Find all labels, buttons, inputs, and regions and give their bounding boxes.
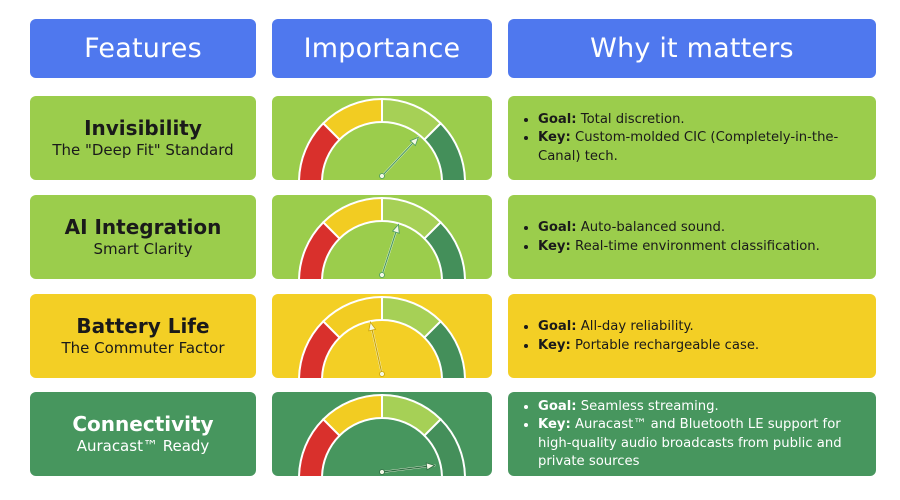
importance-gauge xyxy=(298,196,466,279)
key-label: Key: xyxy=(538,417,571,432)
feature-subtitle: Smart Clarity xyxy=(93,239,193,258)
header-importance: Importance xyxy=(272,19,492,78)
key-item: Key: Portable rechargeable case. xyxy=(538,337,864,356)
why-cell-invisibility: Goal: Total discretion. Key: Custom-mold… xyxy=(508,96,876,180)
importance-gauge xyxy=(298,393,466,476)
importance-gauge-cell xyxy=(272,392,492,476)
key-item: Key: Custom-molded CIC (Completely-in-th… xyxy=(538,129,864,166)
goal-label: Goal: xyxy=(538,220,577,235)
goal-text: All-day reliability. xyxy=(580,319,694,334)
gauge-hub xyxy=(379,469,385,475)
importance-gauge-cell xyxy=(272,96,492,180)
gauge-segment xyxy=(321,196,383,240)
key-label: Key: xyxy=(538,130,571,146)
feature-name: AI Integration xyxy=(64,214,222,239)
feature-cell-invisibility: Invisibility The "Deep Fit" Standard xyxy=(30,96,256,180)
why-cell-ai-integration: Goal: Auto-balanced sound. Key: Real-tim… xyxy=(508,195,876,279)
gauge-segment xyxy=(423,121,466,180)
key-item: Key: Real-time environment classificatio… xyxy=(538,238,864,257)
gauge-needle-tip xyxy=(368,321,377,332)
importance-gauge xyxy=(298,295,466,378)
goal-text: Seamless streaming. xyxy=(580,398,719,414)
feature-name: Battery Life xyxy=(76,313,210,338)
gauge-segment xyxy=(321,97,383,141)
key-item: Key: Auracast™ and Bluetooth LE support … xyxy=(538,416,864,472)
importance-gauge xyxy=(298,97,466,180)
why-cell-connectivity: Goal: Seamless streaming. Key: Auracast™… xyxy=(508,392,876,476)
goal-label: Goal: xyxy=(538,111,577,127)
gauge-needle-tip xyxy=(425,462,436,471)
goal-text: Total discretion. xyxy=(580,111,685,127)
feature-subtitle: The "Deep Fit" Standard xyxy=(52,140,234,159)
gauge-segment xyxy=(321,393,383,437)
gauge-needle-line xyxy=(381,136,419,177)
feature-name: Invisibility xyxy=(84,115,202,140)
gauge-needle-line xyxy=(381,223,399,276)
goal-label: Goal: xyxy=(538,319,577,334)
goal-label: Goal: xyxy=(538,398,577,414)
feature-subtitle: Auracast™ Ready xyxy=(76,436,210,455)
key-text: Real-time environment classification. xyxy=(575,238,820,254)
gauge-hub xyxy=(379,173,385,179)
goal-item: Goal: Auto-balanced sound. xyxy=(538,219,864,238)
why-cell-battery-life: Goal: All-day reliability. Key: Portable… xyxy=(508,294,876,378)
goal-item: Goal: Seamless streaming. xyxy=(538,398,864,417)
gauge-segment xyxy=(423,319,466,378)
feature-cell-connectivity: Connectivity Auracast™ Ready xyxy=(30,392,256,476)
feature-cell-ai-integration: AI Integration Smart Clarity xyxy=(30,195,256,279)
header-features: Features xyxy=(30,19,256,78)
key-text: Auracast™ and Bluetooth LE support for h… xyxy=(538,417,842,469)
gauge-needle-line xyxy=(381,464,436,473)
feature-subtitle: The Commuter Factor xyxy=(61,338,225,357)
header-why-it-matters: Why it matters xyxy=(508,19,876,78)
goal-item: Goal: All-day reliability. xyxy=(538,318,864,337)
goal-text: Auto-balanced sound. xyxy=(580,220,726,235)
key-text: Custom-molded CIC (Completely-in-the-Can… xyxy=(538,130,839,164)
gauge-hub xyxy=(379,371,385,377)
feature-name: Connectivity xyxy=(72,411,214,436)
key-label: Key: xyxy=(538,337,571,353)
importance-gauge-cell xyxy=(272,294,492,378)
key-text: Portable rechargeable case. xyxy=(575,337,760,353)
gauge-segment xyxy=(423,417,466,476)
gauge-needle-tip xyxy=(391,223,400,234)
feature-cell-battery-life: Battery Life The Commuter Factor xyxy=(30,294,256,378)
key-label: Key: xyxy=(538,238,571,254)
goal-item: Goal: Total discretion. xyxy=(538,111,864,130)
importance-gauge-cell xyxy=(272,195,492,279)
gauge-hub xyxy=(379,272,385,278)
gauge-segment xyxy=(423,220,466,279)
gauge-needle-line xyxy=(369,321,383,375)
gauge-needle-tip xyxy=(409,136,419,147)
